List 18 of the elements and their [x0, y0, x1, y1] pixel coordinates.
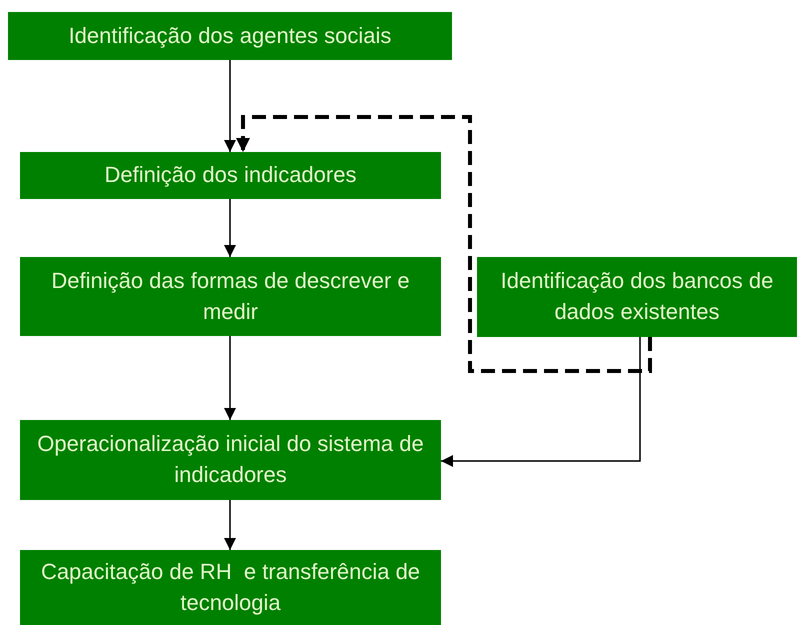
arrow	[224, 500, 236, 550]
arrow	[224, 199, 236, 257]
box-label: Identificação dos bancos de dados existentes	[500, 267, 774, 326]
box-label: Definição das formas de descrever e medir	[50, 266, 411, 326]
arrow	[224, 336, 236, 420]
arrow	[441, 337, 641, 467]
process-box	[20, 420, 441, 500]
dashed-arrow	[236, 115, 652, 373]
box-label: Operacionalização inicial do sistema de indicadores	[36, 430, 425, 489]
process-box	[20, 152, 441, 199]
box-label: Capacitação de RH e transferência de tecnologia	[40, 558, 422, 617]
box-label: Identificação dos agentes sociais	[68, 22, 392, 50]
process-box	[477, 257, 797, 337]
process-box	[20, 550, 441, 625]
process-box	[20, 257, 441, 336]
process-box	[8, 12, 452, 60]
box-label: Definição dos indicadores	[104, 161, 356, 190]
arrow	[224, 60, 236, 152]
